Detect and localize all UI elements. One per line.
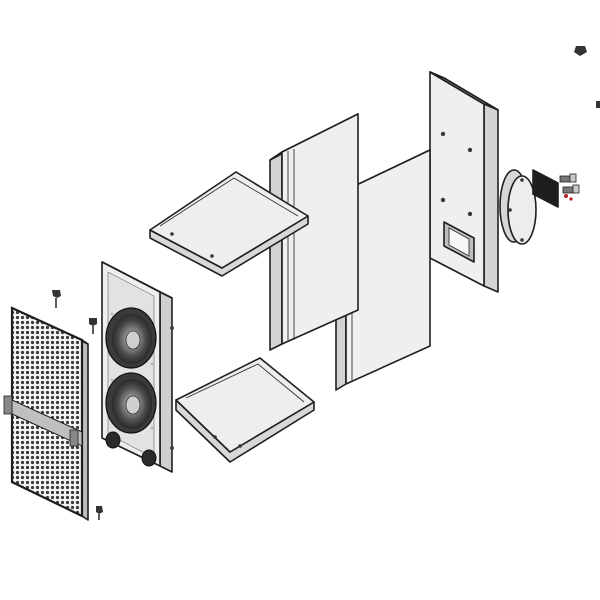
- woofer-lower: [105, 372, 157, 434]
- back-panel: [429, 71, 499, 293]
- top-panel: [149, 171, 309, 277]
- fastener-top-right: [574, 46, 600, 108]
- front-ports: [105, 431, 157, 467]
- front-grille: [3, 306, 89, 521]
- front-baffle: [101, 261, 174, 473]
- rear-port-cap: [499, 169, 537, 245]
- bottom-panel: [175, 357, 315, 463]
- fastener-screw-upper: [52, 290, 61, 308]
- woofer-upper: [105, 307, 157, 369]
- left-side-panel: [269, 113, 359, 351]
- fastener-screw-lower: [96, 506, 103, 520]
- terminal-plate: [532, 169, 580, 208]
- fastener-screw-mid: [89, 318, 97, 334]
